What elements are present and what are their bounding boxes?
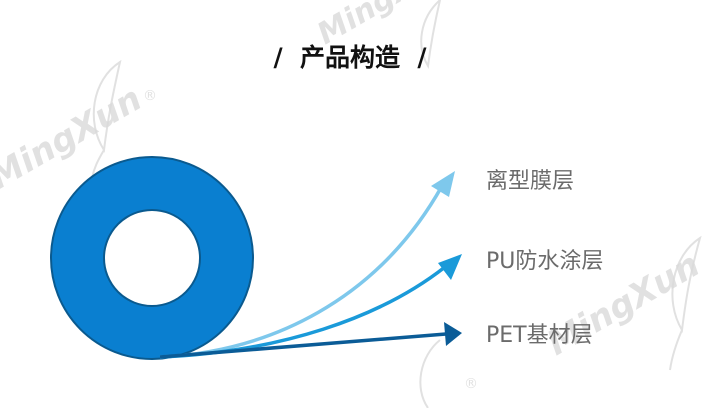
layer-label-pet-substrate: PET基材层	[486, 323, 593, 348]
pu-coating-arrowhead	[438, 254, 462, 280]
layer-label-pu-coating: PU防水涂层	[486, 249, 603, 274]
watermark-leaf-icon	[669, 235, 702, 371]
watermark-registered-mark: ®	[143, 88, 157, 104]
roll-core-hole	[103, 209, 201, 307]
pet-substrate-arrowhead	[444, 322, 462, 346]
pet-substrate-arrow-line	[159, 332, 447, 359]
watermark-leaf-icon	[420, 0, 442, 70]
layer-label-release-film: 离型膜层	[486, 169, 574, 194]
watermark-registered-mark: ®	[464, 376, 478, 392]
watermark-leaf-icon	[419, 339, 441, 408]
page-title: / 产品构造 /	[273, 43, 427, 72]
pet-substrate-arrow	[159, 322, 462, 359]
release-film-arrowhead	[431, 171, 455, 197]
